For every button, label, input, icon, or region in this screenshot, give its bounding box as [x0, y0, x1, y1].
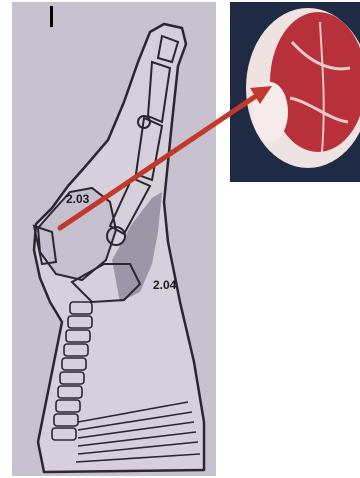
meat-cut-photo	[230, 2, 360, 182]
label-2-03: 2.03	[66, 192, 89, 206]
carcass-diagram-photo: 2.03 2.04	[12, 2, 216, 476]
crop-tick-mark	[50, 6, 53, 27]
label-2-04: 2.04	[153, 278, 176, 292]
meat-cut-drawing	[230, 2, 360, 182]
carcass-diagram-drawing	[12, 2, 216, 476]
